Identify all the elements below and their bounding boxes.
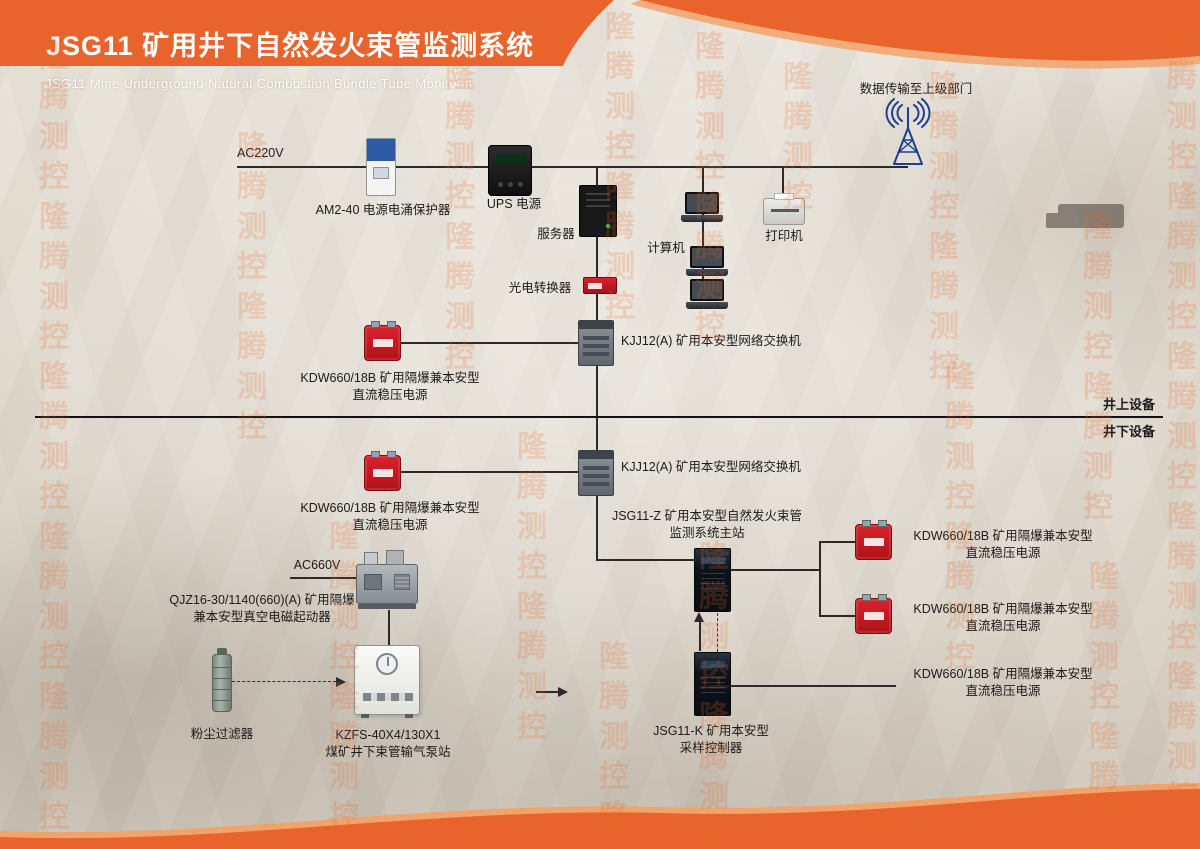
surge-protector-label: AM2-40 电源电涌保护器 — [315, 203, 451, 217]
ac220v-label: AC220V — [237, 146, 284, 160]
pump-station-device — [354, 645, 420, 718]
mining-truck-silhouette — [1046, 204, 1124, 228]
sampler-label-2: 采样控制器 — [679, 741, 743, 755]
optical-converter-label: 光电转换器 — [508, 281, 572, 295]
printer-label: 打印机 — [765, 229, 803, 243]
line-printer-drop — [782, 166, 784, 200]
computer-device-1 — [681, 192, 723, 222]
sampler-label-1: JSG11-K 矿用本安型 — [653, 724, 769, 738]
line-ac660v — [290, 577, 358, 579]
main-station-label-2: 监测系统主站 — [669, 526, 745, 540]
printer-device — [763, 193, 805, 225]
psu-underground-device — [364, 451, 401, 491]
dust-filter-device — [212, 648, 232, 712]
zone-surface-label: 井上设备 — [1103, 397, 1156, 412]
arrow-pump-to-sampler — [558, 687, 568, 697]
main-station-label-1: JSG11-Z 矿用本安型自然发火束管 — [611, 509, 803, 523]
line-psu-to-switch-surface — [401, 342, 578, 344]
dashed-main-to-sampler — [717, 613, 718, 652]
psu-right-top-label-1: KDW660/18B 矿用隔爆兼本安型 — [913, 529, 1093, 543]
psu-surface-label-1: KDW660/18B 矿用隔爆兼本安型 — [300, 371, 480, 385]
dashed-filter-to-pump — [232, 681, 336, 682]
psu-surface-device — [364, 321, 401, 361]
line-top-bus — [237, 166, 908, 168]
page-subtitle: JSG11 Mine Underground Natural Combustio… — [45, 76, 473, 91]
surface-underground-divider — [35, 416, 1163, 419]
computer-device-3 — [686, 279, 728, 309]
surge-protector-device — [366, 138, 396, 196]
psu-right-bottom-label-2: 直流稳压电源 — [965, 684, 1041, 698]
starter-label-2: 兼本安型真空电磁起动器 — [193, 610, 331, 624]
starter-label-1: QJZ16-30/1140(660)(A) 矿用隔爆 — [169, 593, 355, 607]
computer-device-2 — [686, 246, 728, 276]
server-device — [579, 185, 617, 237]
pump-station-label-2: 煤矿井下束管输气泵站 — [325, 745, 451, 759]
psu-underground-label-1: KDW660/18B 矿用隔爆兼本安型 — [300, 501, 480, 515]
ups-label: UPS 电源 — [486, 197, 542, 211]
network-switch-underground-device — [578, 450, 614, 496]
psu-surface-label-2: 直流稳压电源 — [352, 388, 428, 402]
line-pump-to-sampler — [536, 691, 560, 693]
optical-converter-device — [583, 277, 617, 294]
header-orange-banner — [0, 0, 1200, 69]
network-switch-surface-device — [578, 320, 614, 366]
switch-underground-label: KJJ12(A) 矿用本安型网络交换机 — [621, 460, 801, 474]
psu-right-mid-label-1: KDW660/18B 矿用隔爆兼本安型 — [913, 602, 1093, 616]
line-sampler-to-psu-right-bottom — [731, 685, 896, 687]
psu-underground-label-2: 直流稳压电源 — [352, 518, 428, 532]
psu-right-mid-label-2: 直流稳压电源 — [965, 619, 1041, 633]
computer-label: 计算机 — [647, 241, 685, 255]
psu-right-mid-device — [855, 594, 892, 634]
ac660v-label: AC660V — [293, 558, 341, 572]
arrow-filter-to-pump — [336, 677, 346, 687]
zone-underground-label: 井下设备 — [1103, 424, 1156, 439]
page-title: JSG11 矿用井下自然发火束管监测系统 — [46, 31, 535, 61]
line-starter-to-pump — [388, 610, 390, 646]
uplink-label: 数据传输至上级部门 — [859, 82, 973, 96]
pump-station-label-1: KZFS-40X4/130X1 — [335, 728, 441, 742]
switch-surface-label: KJJ12(A) 矿用本安型网络交换机 — [621, 334, 801, 348]
sampling-controller-device — [694, 652, 731, 716]
line-right-branch-vertical — [819, 541, 821, 617]
server-label: 服务器 — [537, 227, 575, 241]
footer-orange-wave — [0, 783, 1200, 849]
line-trunk-to-main-station — [596, 559, 694, 561]
arrow-sampler-to-main — [694, 612, 704, 622]
line-sampler-up — [699, 621, 701, 651]
psu-right-top-label-2: 直流稳压电源 — [965, 546, 1041, 560]
line-to-psu-right-mid — [819, 615, 855, 617]
dust-filter-label: 粉尘过滤器 — [190, 727, 254, 741]
line-to-psu-right-top — [819, 541, 855, 543]
main-station-device — [694, 548, 731, 612]
psu-right-top-device — [855, 520, 892, 560]
line-computer-drop — [702, 166, 704, 282]
vacuum-starter-device — [356, 550, 420, 610]
line-psu-to-switch-underground — [401, 471, 578, 473]
line-main-station-right — [731, 569, 820, 571]
radio-tower-icon — [885, 98, 931, 165]
ups-device — [488, 145, 532, 196]
psu-right-bottom-label-1: KDW660/18B 矿用隔爆兼本安型 — [913, 667, 1093, 681]
